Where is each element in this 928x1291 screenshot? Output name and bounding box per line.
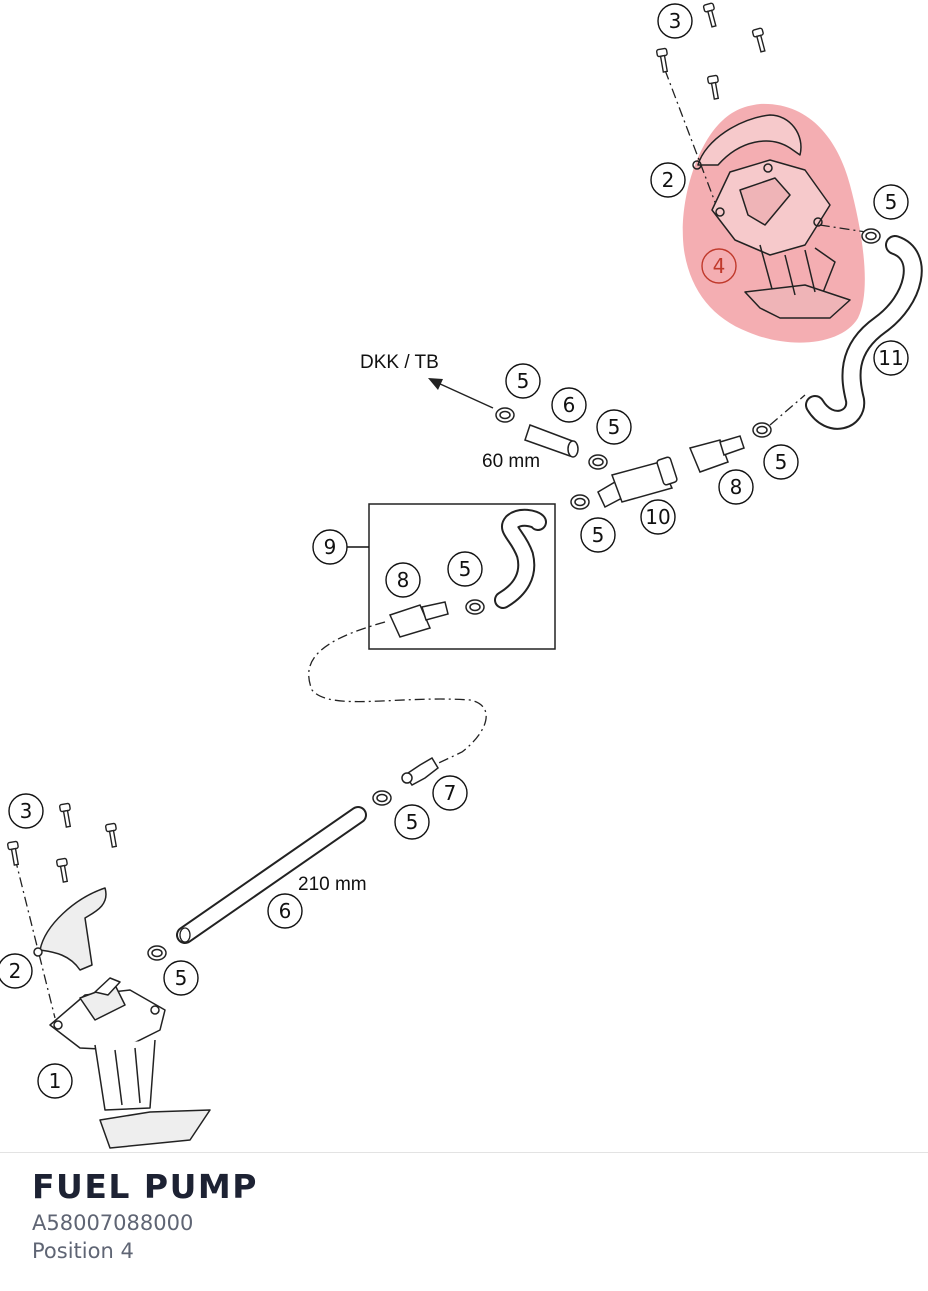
fuel-pump-top [692, 114, 851, 319]
callout-6-a: 6 [563, 393, 576, 417]
callout-5-c: 5 [775, 450, 788, 474]
callout-circles [0, 3, 909, 1099]
callout-5-right: 5 [885, 190, 898, 214]
callout-3-top: 3 [669, 9, 682, 33]
callout-8-b: 8 [397, 568, 410, 592]
clamp-right [861, 228, 881, 244]
callout-2-top: 2 [662, 168, 675, 192]
callout-1: 1 [49, 1069, 62, 1093]
callout-10: 10 [645, 505, 670, 529]
kit-box-9 [368, 503, 556, 650]
middle-parts [495, 407, 772, 510]
callout-5-b: 5 [608, 415, 621, 439]
part-name: FUEL PUMP [32, 1167, 258, 1206]
callout-5-f: 5 [406, 810, 419, 834]
part-info-footer: FUEL PUMP A58007088000 Position 4 [0, 1152, 928, 1291]
screws-top [655, 2, 766, 100]
callout-6-b: 6 [279, 899, 292, 923]
kit-parts-9 [388, 508, 547, 638]
callout-3-bottom: 3 [20, 799, 33, 823]
hose-6-long [176, 806, 367, 944]
screws-bottom [6, 802, 118, 883]
leader-lines [14, 69, 867, 1019]
callout-8-a: 8 [730, 475, 743, 499]
fuel-pump-bottom [33, 887, 211, 1149]
exploded-parts-diagram: DKK / TB 60 mm 210 mm 3 2 4 5 11 5 6 [0, 2, 923, 1149]
callout-5-g: 5 [175, 966, 188, 990]
callout-11: 11 [878, 346, 903, 370]
part-position: Position 4 [32, 1239, 134, 1263]
callout-5-a: 5 [517, 369, 530, 393]
callout-7: 7 [444, 781, 457, 805]
direction-label: DKK / TB [360, 352, 439, 373]
callout-5-d: 5 [592, 523, 605, 547]
callout-4: 4 [713, 254, 726, 278]
callout-9: 9 [324, 535, 337, 559]
hose-11 [805, 235, 923, 430]
part-number: A58007088000 [32, 1211, 194, 1235]
lower-connector [372, 756, 439, 806]
length-label-long: 210 mm [298, 874, 367, 895]
callout-5-e: 5 [459, 557, 472, 581]
callout-2-bottom: 2 [9, 959, 22, 983]
callout-labels: 3 2 4 5 11 5 6 5 8 10 5 5 9 8 5 7 5 6 3 … [9, 9, 904, 1093]
length-label-short: 60 mm [482, 451, 540, 472]
direction-arrow [428, 378, 494, 409]
